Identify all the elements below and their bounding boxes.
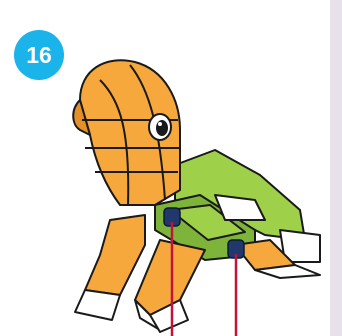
eye-icon bbox=[149, 114, 171, 140]
page-edge-strip bbox=[330, 0, 342, 336]
front-right-leg-block bbox=[135, 240, 205, 315]
dinosaur-model-illustration bbox=[0, 0, 330, 336]
front-left-leg-block bbox=[85, 215, 145, 295]
